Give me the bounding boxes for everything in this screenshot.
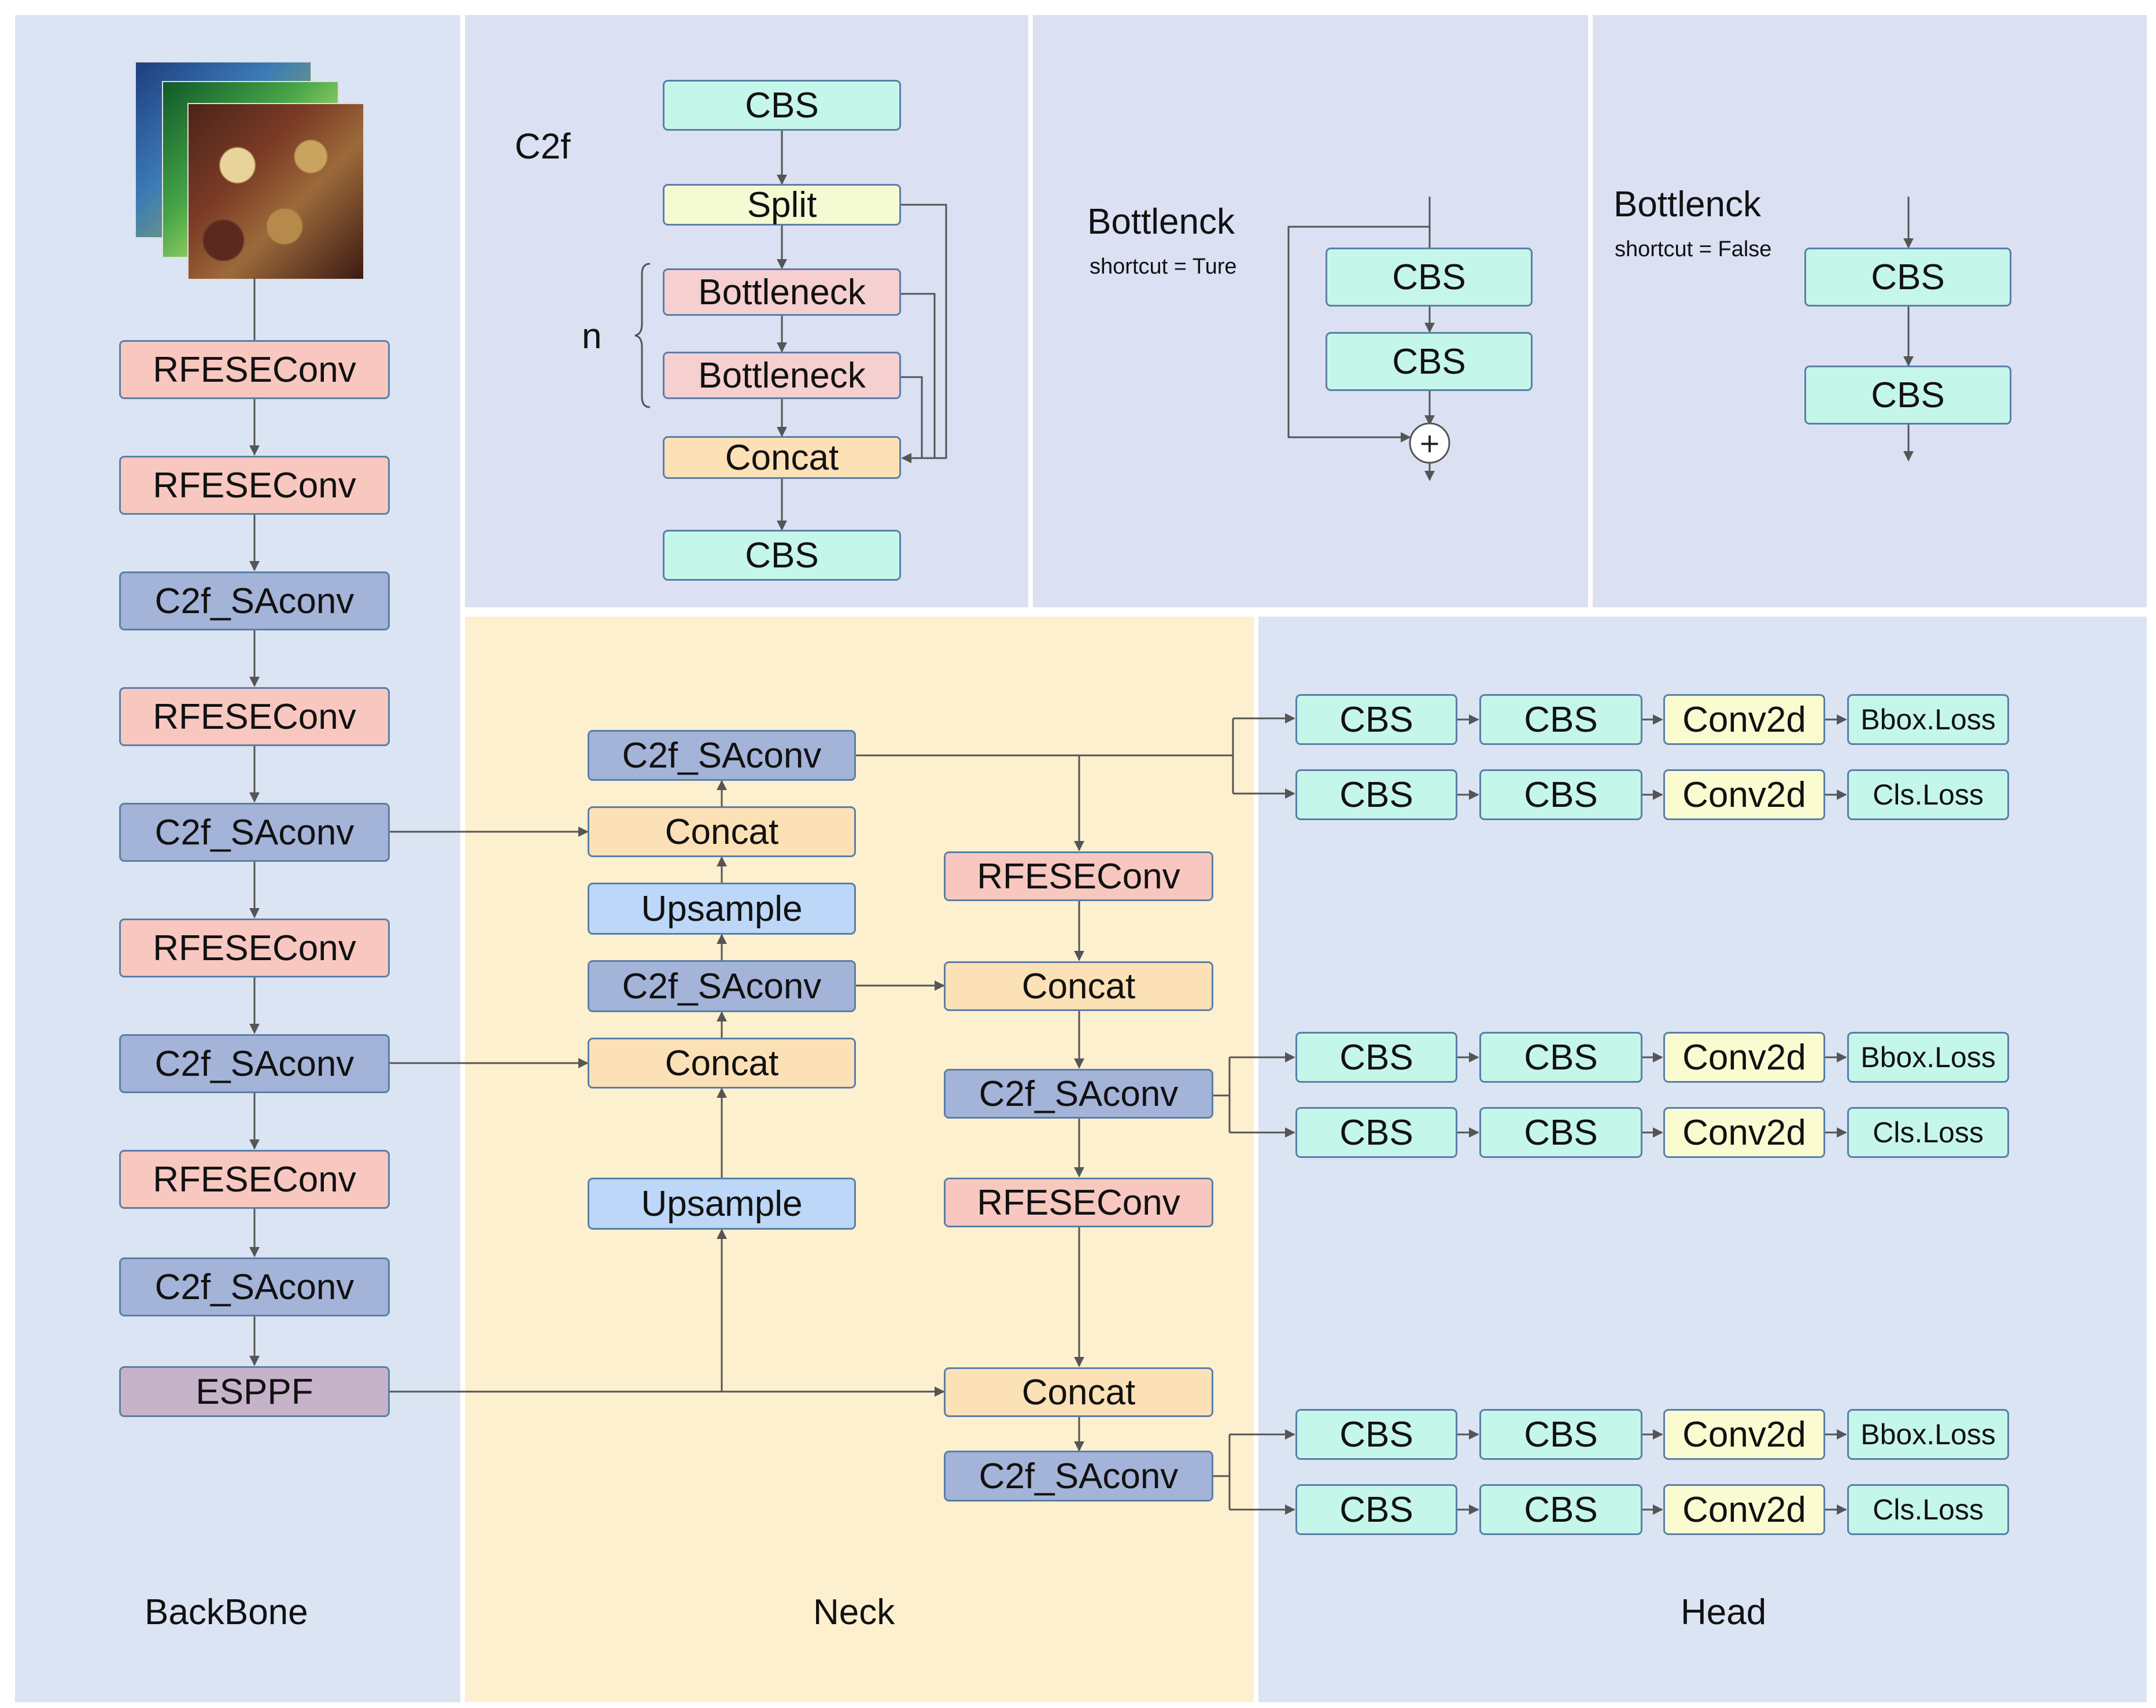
head-row-2-cbs-a: CBS (1295, 769, 1457, 820)
neck-right-6: C2f_SAconv (944, 1451, 1213, 1502)
head-row-6-conv2d: Conv2d (1663, 1484, 1825, 1535)
c2f-bottleneck-1: Bottleneck (663, 268, 901, 316)
head-row-1-cbs-b: CBS (1479, 694, 1642, 745)
head-row-3-loss: Bbox.Loss (1847, 1032, 2009, 1083)
head-row-4-cbs-b: CBS (1479, 1107, 1642, 1158)
c2f-split: Split (663, 184, 901, 226)
head-row-2-cbs-b: CBS (1479, 769, 1642, 820)
neck-left-1: C2f_SAconv (588, 730, 856, 781)
bottleneck-true-panel (1033, 15, 1588, 607)
neck-right-4: RFESEConv (944, 1178, 1213, 1227)
head-row-6-cbs-a: CBS (1295, 1484, 1457, 1535)
bottleneck-false-cbs-1: CBS (1804, 248, 2011, 307)
backbone-label: BackBone (145, 1592, 308, 1632)
head-row-6-loss: Cls.Loss (1847, 1484, 2009, 1535)
neck-left-6: Upsample (588, 1178, 856, 1230)
head-row-5-cbs-b: CBS (1479, 1409, 1642, 1460)
neck-right-1: RFESEConv (944, 851, 1213, 901)
backbone-block-2: RFESEConv (119, 456, 390, 515)
bottleneck-true-subtitle: shortcut = Ture (1090, 254, 1237, 279)
head-row-3-conv2d: Conv2d (1663, 1032, 1825, 1083)
c2f-cbs-top: CBS (663, 80, 901, 131)
head-row-2-loss: Cls.Loss (1847, 769, 2009, 820)
backbone-block-10: ESPPF (119, 1366, 390, 1417)
input-image-3 (187, 103, 364, 280)
neck-left-2: Concat (588, 806, 856, 857)
head-row-5-cbs-a: CBS (1295, 1409, 1457, 1460)
head-row-1-loss: Bbox.Loss (1847, 694, 2009, 745)
c2f-title: C2f (515, 127, 571, 167)
bottleneck-false-cbs-2: CBS (1804, 366, 2011, 425)
head-label: Head (1681, 1592, 1767, 1632)
bottleneck-false-subtitle: shortcut = False (1615, 237, 1772, 261)
head-row-3-cbs-a: CBS (1295, 1032, 1457, 1083)
c2f-bottleneck-2: Bottleneck (663, 352, 901, 399)
neck-right-3: C2f_SAconv (944, 1069, 1213, 1119)
neck-right-2: Concat (944, 961, 1213, 1011)
bottleneck-true-cbs-2: CBS (1326, 332, 1533, 391)
backbone-block-6: RFESEConv (119, 918, 390, 977)
backbone-block-1: RFESEConv (119, 340, 390, 399)
head-row-3-cbs-b: CBS (1479, 1032, 1642, 1083)
c2f-concat: Concat (663, 436, 901, 479)
bottleneck-true-title: Bottlenck (1087, 202, 1235, 242)
bottleneck-false-panel (1593, 15, 2147, 607)
head-row-6-cbs-b: CBS (1479, 1484, 1642, 1535)
neck-label: Neck (813, 1592, 895, 1632)
head-row-4-loss: Cls.Loss (1847, 1107, 2009, 1158)
backbone-block-3: C2f_SAconv (119, 571, 390, 630)
backbone-block-4: RFESEConv (119, 687, 390, 746)
head-row-5-loss: Bbox.Loss (1847, 1409, 2009, 1460)
backbone-block-8: RFESEConv (119, 1150, 390, 1209)
head-row-2-conv2d: Conv2d (1663, 769, 1825, 820)
head-row-5-conv2d: Conv2d (1663, 1409, 1825, 1460)
n-label: n (582, 316, 602, 356)
head-row-1-cbs-a: CBS (1295, 694, 1457, 745)
neck-right-5: Concat (944, 1367, 1213, 1417)
neck-panel (465, 617, 1254, 1702)
head-row-4-cbs-a: CBS (1295, 1107, 1457, 1158)
bottleneck-false-title: Bottlenck (1614, 185, 1762, 224)
neck-left-3: Upsample (588, 883, 856, 935)
backbone-block-7: C2f_SAconv (119, 1034, 390, 1093)
bottleneck-true-cbs-1: CBS (1326, 248, 1533, 307)
neck-left-4: C2f_SAconv (588, 960, 856, 1012)
backbone-block-5: C2f_SAconv (119, 803, 390, 862)
head-row-1-conv2d: Conv2d (1663, 694, 1825, 745)
add-symbol: + (1419, 427, 1441, 459)
head-row-4-conv2d: Conv2d (1663, 1107, 1825, 1158)
backbone-block-9: C2f_SAconv (119, 1257, 390, 1316)
neck-left-5: Concat (588, 1038, 856, 1089)
c2f-cbs-bottom: CBS (663, 530, 901, 581)
